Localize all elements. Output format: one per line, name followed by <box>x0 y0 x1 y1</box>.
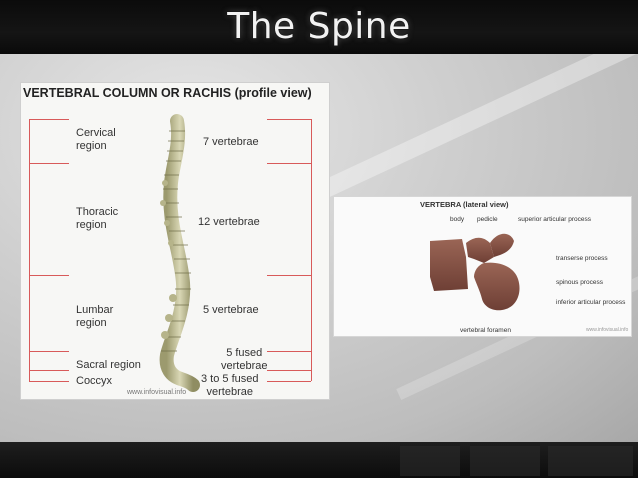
label-vertebral-foramen: vertebral foramen <box>460 327 511 334</box>
label-transverse-process: transerse process <box>556 255 608 262</box>
label-superior-articular-process: superior articular process <box>518 216 591 223</box>
vertebra-figure-title: VERTEBRA (lateral view) <box>420 200 509 209</box>
cervical-count: 7 vertebrae <box>203 136 259 148</box>
bottom-tile <box>470 446 540 476</box>
bracket-tick <box>29 119 69 120</box>
bottom-bar <box>0 442 638 478</box>
left-bracket-line <box>29 119 30 381</box>
bracket-tick <box>267 275 311 276</box>
bracket-tick <box>29 381 69 382</box>
right-bracket-line <box>311 119 312 381</box>
vertebra-watermark: www.infovisual.info <box>586 327 629 333</box>
spine-profile-figure: VERTEBRAL COLUMN OR RACHIS (profile view… <box>20 82 330 400</box>
bracket-tick <box>267 119 311 120</box>
label-pedicle: pedicle <box>477 216 498 223</box>
region-sacral-label: Sacral region <box>76 359 141 371</box>
bracket-tick <box>29 370 69 371</box>
thoracic-count: 12 vertebrae <box>198 216 260 228</box>
vertebra-illustration <box>430 233 520 311</box>
title-bar <box>0 0 638 54</box>
spine-illustration <box>159 114 200 392</box>
bracket-tick <box>267 351 311 352</box>
superior-articular-shape <box>490 233 514 257</box>
background-streak <box>315 54 638 200</box>
bracket-tick <box>267 381 311 382</box>
bracket-tick <box>267 163 311 164</box>
bracket-tick <box>267 370 311 371</box>
vertebra-segments <box>161 130 191 352</box>
bracket-tick <box>29 351 69 352</box>
spine-figure-title: VERTEBRAL COLUMN OR RACHIS (profile view… <box>23 86 312 100</box>
bottom-tile <box>400 446 460 476</box>
region-coccyx-label: Coccyx <box>76 375 113 387</box>
bracket-tick <box>29 163 69 164</box>
spine-watermark: www.infovisual.info <box>127 389 187 396</box>
pedicle-shape <box>466 237 494 263</box>
vertebral-body-shape <box>430 239 468 291</box>
spinous-processes <box>160 180 177 339</box>
vertebra-lateral-figure: VERTEBRA (lateral view) body pedicle sup… <box>333 196 632 337</box>
slide-title: The Spine <box>227 6 411 47</box>
posterior-arch-shape <box>474 262 520 311</box>
bracket-tick <box>29 275 69 276</box>
label-body: body <box>450 216 465 223</box>
label-inferior-articular-process: inferior articular process <box>556 299 626 306</box>
bottom-tile <box>548 446 633 476</box>
spinal-column <box>159 114 200 392</box>
lumbar-count: 5 vertebrae <box>203 304 259 316</box>
label-spinous-process: spinous process <box>556 279 603 286</box>
